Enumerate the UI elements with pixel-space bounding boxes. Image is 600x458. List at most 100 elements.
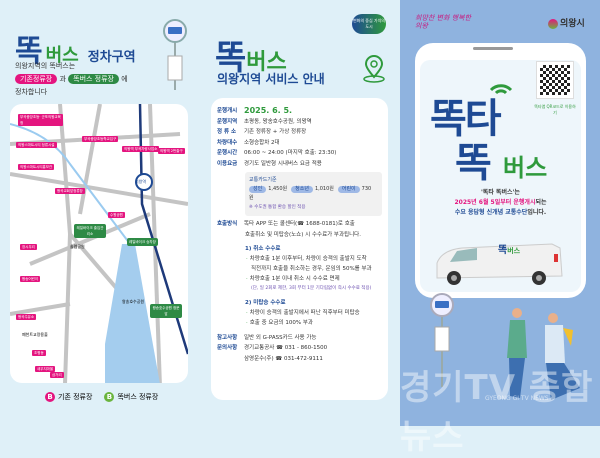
existing-stop-label: 삼거리 <box>50 372 64 378</box>
intro-line-1: '똑타 똑버스'는 <box>481 189 520 196</box>
info-key: 이용요금 <box>217 160 238 167</box>
inquiry-phone-1: 경기교통공사 ☎ 031 - 860-1500 <box>244 345 328 351</box>
cancel-fee-heading: 1) 취소 수수료 <box>245 245 281 252</box>
intro-service-type: 수요 응답형 신개념 교통수단 <box>454 209 528 216</box>
park-label: 솔렙공원 <box>70 244 85 249</box>
existing-stop-label: 의왕스마트시티홍보관 <box>18 164 55 170</box>
inquiry-key: 문의사항 <box>217 345 238 351</box>
logo-ttokta: 똑타 <box>430 96 502 142</box>
noshow-fee-heading: 2) 미탑승 수수료 <box>245 299 286 306</box>
existing-stop-label: 부곡중앙초등· 군포의왕교육청 <box>18 114 63 126</box>
call-fee-note: 호출취소 및 미탑승(노쇼) 시 수수료가 부과됩니다. <box>245 231 361 238</box>
info-key: 정 류 소 <box>217 129 237 135</box>
title-ttok: 똑 <box>15 34 43 69</box>
existing-stop-label: 장시우리 <box>20 244 37 250</box>
ttok-stop-label: 레일바이크 승차장 <box>127 238 158 246</box>
reference-key: 참고사항 <box>217 334 238 341</box>
desc-conj: 과 <box>59 75 66 83</box>
qr-caption: 똑타앱 QR코드로 이용하기 <box>534 104 576 115</box>
info-key: 차량대수 <box>217 139 238 146</box>
call-method-key: 호출방식 <box>217 221 238 227</box>
title-stop-zone: 정차구역 <box>87 50 136 65</box>
cancel-fee-exempt: 차량호출 1분 이내 취소 시 수수료 면제 <box>245 274 382 284</box>
title-ttok: 똑 <box>215 38 247 78</box>
left-description: 의왕지역의 똑버스는 기존정류장 과 똑버스 정류장 에 정차합니다 <box>15 60 128 99</box>
existing-stop-icon: B <box>45 392 55 402</box>
inquiry-phone-2: 삼영운수(주) ☎ 031-472-9111 <box>244 355 323 362</box>
left-panel: 똑 버스 정차구역 의왕지역의 똑버스는 기존정류장 과 똑버스 정류장 에 정… <box>0 0 200 426</box>
qr-code[interactable] <box>536 61 574 99</box>
fare-title: 교통카드기준 <box>249 177 277 183</box>
people-illustration <box>507 308 580 400</box>
info-key: 운행지역 <box>217 118 238 125</box>
intro-line-3-end: 입니다. <box>527 209 547 216</box>
fare-category: 성인 <box>249 186 267 193</box>
van-illustration <box>436 243 563 285</box>
intro-text: '똑타 똑버스'는 2025년 6월 5일부터 운행개시되는 수요 응답형 신개… <box>420 188 581 218</box>
title-bus: 버스 <box>45 45 79 66</box>
ttok-stop-pill: 똑버스 정류장 <box>68 74 119 84</box>
ttok-stop-label: 레일바이크 출입관리소 <box>74 224 106 238</box>
fare-amount: 1,010원 <box>314 186 334 192</box>
existing-stop-label: 초평동 <box>32 350 46 356</box>
existing-stop-pill: 기존정류장 <box>15 74 58 84</box>
noshow-fee-item: 호출 중 요금의 100% 부과 <box>245 318 382 328</box>
info-row: 이용요금 경기도 일반형 시내버스 요금 적용 <box>217 159 382 170</box>
existing-stop-label: 의왕스마트시티 정류시설 <box>16 142 57 148</box>
mid-subtitle: 의왕지역 서비스 안내 <box>217 72 325 86</box>
left-title: 똑 버스 정차구역 <box>15 26 136 70</box>
info-value: 2025. 6. 5. <box>244 106 293 115</box>
info-key: 운행개시 <box>217 108 238 114</box>
city-emblem-icon <box>548 18 558 29</box>
title-bus: 버스 <box>246 50 287 75</box>
existing-stop-label: 새우지마을 <box>35 366 56 372</box>
fare-category: 어린이 <box>337 186 360 193</box>
van-label-bus: 버스 <box>507 247 521 255</box>
city-slogan-logo: 희망찬 변화 행복한 의왕 <box>415 14 471 30</box>
noshow-fee-item: 차량이 승객의 출발지에서 떠난 직후부터 미탑승 <box>245 308 382 318</box>
city-name: 의왕시 <box>560 19 585 29</box>
info-value: 06:00 ~ 24:00 (마지막 호출: 23:30) <box>244 150 337 156</box>
mid-title: 똑버스 <box>215 30 287 79</box>
reference-value: 일반 외 G-PASS카드 사용 가능 <box>244 334 317 341</box>
landmark-label: 폐천트교량용출 <box>22 332 48 337</box>
fare-category: 청소년 <box>291 186 313 193</box>
station-label: 의왕역 <box>135 179 147 184</box>
van-label: 똑버스 <box>498 241 520 256</box>
intro-line-2-end: 되는 <box>535 199 547 206</box>
desc-line-1: 의왕지역의 똑버스는 <box>15 62 76 70</box>
info-row: 운행개시 2025. 6. 5. <box>217 106 382 117</box>
watermark: 경기TV 종합뉴스 <box>400 368 594 457</box>
watermark-en: GYEONG GI TV NEWS <box>485 395 549 402</box>
existing-stop-label: 의왕역 2번출구 <box>158 148 185 154</box>
legend-ttok-label: 똑버스 정류장 <box>117 393 159 401</box>
info-value: 초평동, 왕송호수공원, 의왕역 <box>244 118 312 125</box>
van-label-ttok: 똑 <box>498 245 508 256</box>
info-value: 경기도 일반형 시내버스 요금 적용 <box>244 160 322 167</box>
existing-stop-label: 부곡중앙초등학교입구 <box>82 136 119 142</box>
logo-ttok: 똑 <box>455 140 492 186</box>
cancel-fee-item: 차량호출 1분 이후부터, 차량이 승객의 출발지 도착 <box>245 254 382 264</box>
existing-stop-label: 왕곡주유소 <box>16 314 37 320</box>
cancel-fee-note: (단, 일 2회로 제한, 3회 부터 1분 기다림없이 즉시 수수료 적용) <box>251 285 372 291</box>
fare-amount: 730원 <box>249 186 372 201</box>
city-logo: 의왕시 <box>548 16 585 29</box>
ttok-stop-label: 왕송호수공원 정문앞 <box>150 304 182 318</box>
location-pin-icon <box>363 55 385 83</box>
info-key: 운행시간 <box>217 150 238 156</box>
city-slogan-badge: 변화의 중심 가치의 도시 <box>352 14 386 34</box>
existing-stop-label: 수원공원 <box>108 212 125 218</box>
phone-speaker <box>473 47 513 50</box>
logo-bus: 버스 <box>503 154 548 182</box>
